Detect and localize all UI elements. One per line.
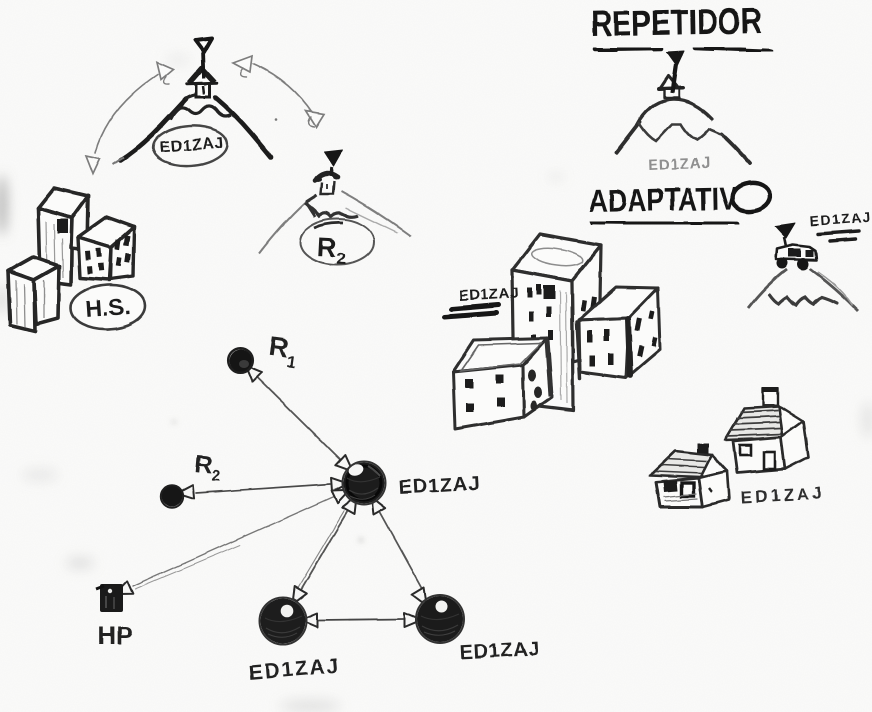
svg-text:ADAPTATIV: ADAPTATIV [588,180,737,219]
svg-text:ED1ZAJ: ED1ZAJ [159,134,225,157]
svg-text:ED1ZAJ: ED1ZAJ [458,285,519,305]
svg-text:REPETIDOR: REPETIDOR [590,0,762,44]
svg-text:H.S.: H.S. [85,293,131,322]
svg-text:ED1ZAJ: ED1ZAJ [809,209,872,229]
svg-text:HP: HP [98,622,133,650]
svg-text:ED1ZAJ: ED1ZAJ [648,155,712,174]
svg-text:ED1ZAJ: ED1ZAJ [459,638,540,664]
svg-text:ED1ZAJ: ED1ZAJ [740,484,825,507]
svg-text:ED1ZAJ: ED1ZAJ [398,473,481,499]
